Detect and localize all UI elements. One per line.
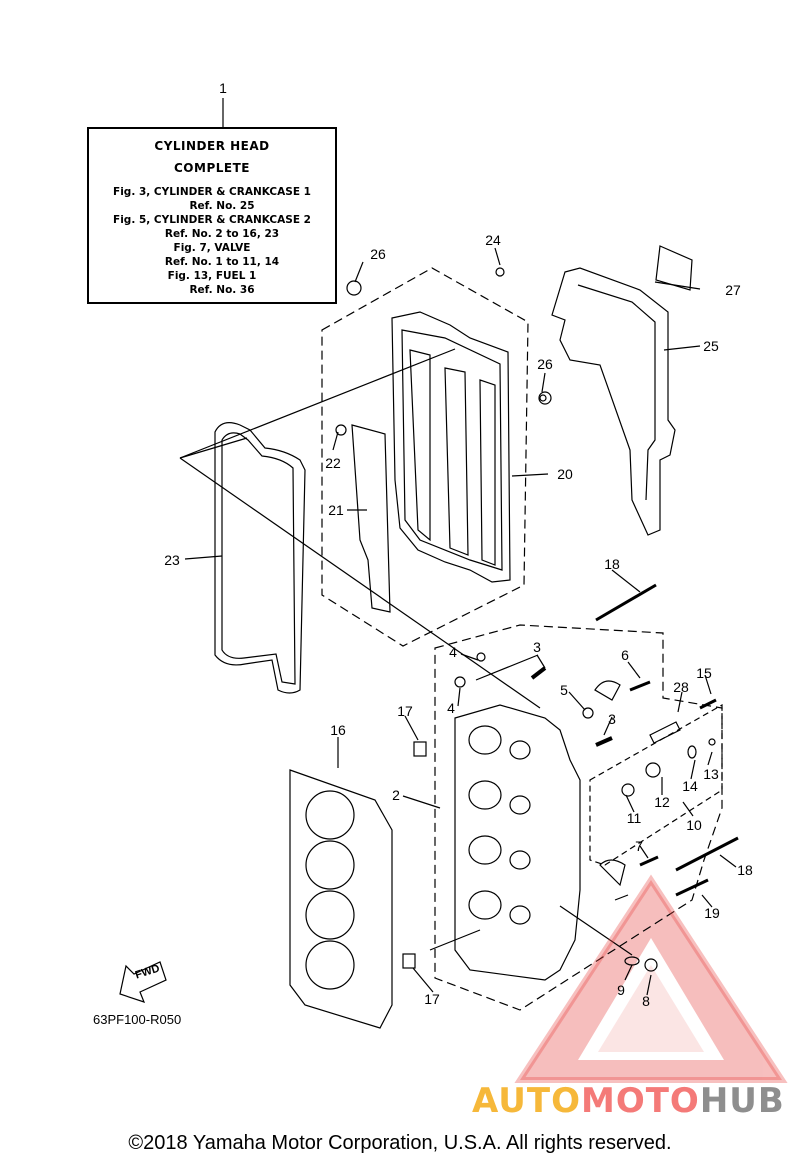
part-16-head-gasket (289, 769, 393, 1029)
part-23-gasket (214, 422, 306, 694)
reference-box-line: Ref. No. 36 (189, 284, 255, 296)
callout-13: 13 (703, 766, 719, 782)
part-18-bolt-upper (595, 583, 657, 622)
reference-box-line: Fig. 5, CYLINDER & CRANKCASE 2 (113, 214, 311, 226)
part-15-screw (699, 698, 717, 710)
part-20-valve-cover (391, 311, 511, 583)
reference-box-line: Fig. 13, FUEL 1 (167, 270, 257, 282)
valve-cover-group-outline (321, 267, 529, 647)
part-4-plug-lower (454, 676, 466, 688)
sensor-subgroup-outline (589, 703, 723, 866)
reference-box-line: Fig. 7, VALVE (173, 242, 251, 254)
callout-18-lower: 18 (737, 862, 753, 878)
watermark-triangle-overlay (514, 874, 788, 1083)
callout-15: 15 (696, 665, 712, 681)
watermark-part-1: AUTO (472, 1081, 581, 1121)
callout-26-upper: 26 (370, 246, 386, 262)
callout-9: 9 (617, 982, 625, 998)
callout-4-lower: 4 (447, 700, 455, 716)
part-21-gasket (351, 424, 391, 613)
part-3-pin-upper (530, 666, 547, 680)
callout-14: 14 (682, 778, 698, 794)
part-6-screw (629, 680, 651, 692)
part-25-cover (551, 267, 676, 536)
callout-11: 11 (626, 810, 642, 826)
callout-28: 28 (673, 679, 689, 695)
watermark-triangle (520, 880, 782, 1080)
reference-box-heading-2: COMPLETE (174, 161, 250, 175)
callout-17-lower: 17 (424, 991, 440, 1007)
part-6-bracket (594, 680, 621, 701)
part-28-sensor (649, 721, 681, 744)
callout-17-upper: 17 (397, 703, 413, 719)
callout-21: 21 (328, 502, 344, 518)
part-13-screw (708, 738, 716, 746)
callout-8: 8 (642, 993, 650, 1009)
callout-7: 7 (635, 838, 643, 854)
callout-6: 6 (621, 647, 629, 663)
part-22-bolt (335, 424, 347, 436)
part-27-gasket (655, 245, 693, 291)
callout-5: 5 (560, 682, 568, 698)
callout-12: 12 (654, 794, 670, 810)
callout-20: 20 (557, 466, 573, 482)
reference-box-heading-1: CYLINDER HEAD (154, 139, 270, 153)
callout-4-upper: 4 (449, 644, 457, 660)
callout-1: 1 (219, 80, 227, 96)
reference-box-line: Ref. No. 1 to 11, 14 (164, 256, 280, 268)
part-5-bushing (582, 707, 594, 719)
callout-16: 16 (330, 722, 346, 738)
callout-3-lower: 3 (608, 711, 616, 727)
drawing-code: 63PF100-R050 (93, 1012, 182, 1027)
part-18-bolt-lower (675, 836, 739, 872)
part-17-dowel-pin-upper (413, 741, 427, 757)
reference-box-line: Fig. 3, CYLINDER & CRANKCASE 1 (113, 186, 311, 198)
part-12-oring (645, 762, 661, 778)
part-14-oring (687, 745, 697, 759)
part-3-pin-lower (595, 736, 613, 747)
watermark-text: AUTOMOTOHUB (472, 1081, 785, 1121)
callout-10: 10 (686, 817, 702, 833)
callout-18-upper: 18 (604, 556, 620, 572)
callout-24: 24 (485, 232, 501, 248)
reference-info-box: CYLINDER HEAD COMPLETE Fig. 3, CYLINDER … (87, 127, 337, 304)
callout-22: 22 (325, 455, 341, 471)
watermark-part-3: HUB (699, 1081, 785, 1121)
callout-26-lower: 26 (537, 356, 553, 372)
copyright-notice: ©2018 Yamaha Motor Corporation, U.S.A. A… (128, 1132, 672, 1154)
callout-3-upper: 3 (533, 639, 541, 655)
part-9-washer (624, 956, 640, 966)
callout-23: 23 (164, 552, 180, 568)
callout-19: 19 (704, 905, 720, 921)
part-7-screw (639, 855, 659, 867)
part-4-plug-upper (476, 652, 486, 662)
part-17-dowel-pin-lower (402, 953, 416, 969)
cylinder-head-group-outline (434, 624, 723, 1011)
callout-2: 2 (392, 787, 400, 803)
part-8-plug (644, 958, 658, 972)
fwd-arrow-icon (119, 961, 167, 1003)
callout-25: 25 (703, 338, 719, 354)
part-11-plug (621, 783, 635, 797)
part-2-cylinder-head (454, 704, 581, 981)
reference-box-lines: Fig. 3, CYLINDER & CRANKCASE 1 Ref. No. 2… (89, 185, 335, 297)
callout-27: 27 (725, 282, 741, 298)
part-7-bracket (599, 859, 626, 887)
part-19-bolt (675, 878, 709, 897)
watermark-part-2: MOTO (580, 1081, 700, 1121)
reference-box-line: Ref. No. 25 (189, 200, 255, 212)
reference-box-line: Ref. No. 2 to 16, 23 (164, 228, 280, 240)
